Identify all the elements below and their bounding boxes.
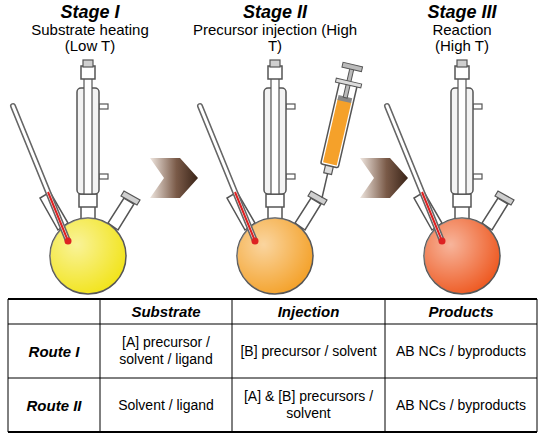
table-cell: [B] precursor / solvent: [232, 324, 385, 378]
route-label: Route I: [8, 324, 100, 378]
stage-title: Stage I: [5, 2, 175, 22]
stage-subtitle: Reaction (High T): [417, 22, 507, 54]
stage-arrow: [360, 158, 408, 198]
stage-subtitle: Substrate heating (Low T): [15, 22, 165, 54]
stage-subtitle: Precursor injection (High T): [190, 22, 360, 54]
syringe: [309, 62, 365, 201]
table-header: Substrate: [100, 299, 232, 324]
table-header: Products: [385, 299, 537, 324]
stage-title: Stage III: [377, 2, 545, 22]
table-cell: [A] & [B] precursors / solvent: [232, 378, 385, 432]
stage-title: Stage II: [190, 2, 360, 22]
table-cell: AB NCs / byproducts: [385, 324, 537, 378]
table-grid: [8, 299, 537, 432]
table-cell: [A] precursor / solvent / ligand: [100, 324, 232, 378]
table-cell: Solvent / ligand: [100, 378, 232, 432]
flask: [13, 60, 140, 294]
route-label: Route II: [8, 378, 100, 432]
table-header: Injection: [232, 299, 385, 324]
table-cell: AB NCs / byproducts: [385, 378, 537, 432]
flask: [200, 60, 327, 294]
stage-arrow: [150, 158, 198, 198]
